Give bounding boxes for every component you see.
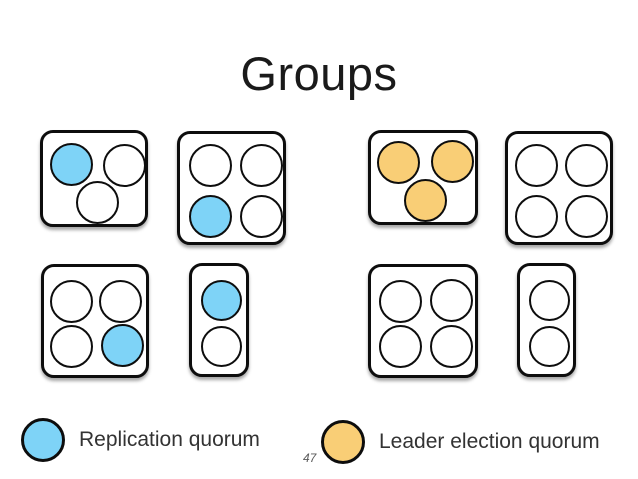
node-empty [528,325,570,367]
replication-quorum-swatch [21,418,65,462]
page-number: 47 [303,451,317,465]
node-empty [514,194,558,238]
node-replication [188,194,232,238]
node-empty [98,279,142,323]
node-empty [564,143,608,187]
node-leader-election [376,140,420,184]
legend-item-leader-election-quorum: Leader election quorum [321,420,600,464]
node-replication [200,279,242,321]
server-group-6 [505,131,613,245]
server-group-7 [368,264,478,378]
node-replication [49,142,93,186]
node-empty [239,143,283,187]
server-group-4 [189,263,249,377]
node-empty [102,143,146,187]
slide-title: Groups [240,47,398,100]
node-empty [49,279,93,323]
node-empty [528,279,570,321]
node-leader-election [403,178,447,222]
node-empty [200,325,242,367]
node-leader-election [430,139,474,183]
node-empty [564,194,608,238]
legend-label: Leader election quorum [379,430,600,453]
node-empty [75,180,119,224]
node-empty [188,143,232,187]
legend: Replication quorum Leader election quoru… [0,408,638,472]
node-empty [378,279,422,323]
node-empty [429,324,473,368]
node-empty [378,324,422,368]
legend-item-replication-quorum: Replication quorum [21,418,260,462]
server-group-2 [177,131,286,245]
node-empty [49,324,93,368]
node-empty [514,143,558,187]
server-group-5 [368,130,478,225]
legend-label: Replication quorum [79,428,260,451]
leader-election-quorum-swatch [321,420,365,464]
server-group-8 [517,263,576,377]
node-replication [100,323,144,367]
node-empty [429,278,473,322]
server-group-1 [40,130,148,227]
node-empty [239,194,283,238]
server-group-3 [41,264,149,378]
